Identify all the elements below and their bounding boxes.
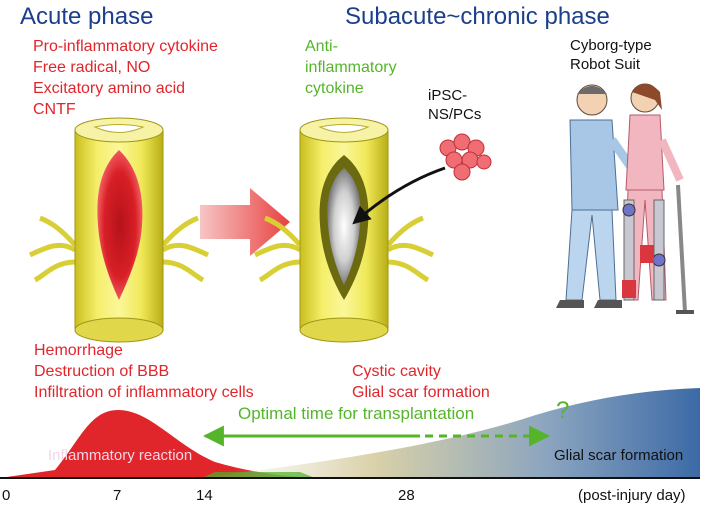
acute-spinal-cord bbox=[28, 117, 210, 343]
inflammatory-curve bbox=[0, 410, 330, 478]
timeline-chart bbox=[0, 388, 700, 479]
robot-suit-label: Cyborg-type Robot Suit bbox=[570, 36, 652, 74]
inflammatory-reaction-label: Inflammatory reaction bbox=[48, 447, 193, 464]
anti-inflammatory-line: inflammatory bbox=[305, 59, 397, 76]
chronic-event: Glial scar formation bbox=[352, 384, 490, 401]
chronic-events-list: Cystic cavity Glial scar formation bbox=[352, 361, 490, 403]
robot-label-line: Cyborg-type bbox=[570, 37, 652, 54]
acute-event: Hemorrhage bbox=[34, 342, 123, 359]
ipsc-label-line: NS/PCs bbox=[428, 106, 482, 123]
robot-suit-illustration bbox=[556, 83, 694, 314]
acute-phase-title: Acute phase bbox=[20, 3, 154, 30]
acute-events-list: Hemorrhage Destruction of BBB Infiltrati… bbox=[34, 340, 254, 403]
optimal-window-band bbox=[202, 472, 315, 478]
acute-event: Infiltration of inflammatory cells bbox=[34, 384, 254, 401]
acute-event: Destruction of BBB bbox=[34, 363, 170, 380]
anti-inflammatory-line: cytokine bbox=[305, 80, 364, 97]
transition-arrow bbox=[200, 188, 290, 256]
axis-unit-label: (post-injury day) bbox=[578, 487, 686, 504]
acute-factors-list: Pro-inflammatory cytokine Free radical, … bbox=[33, 36, 218, 120]
question-mark: ? bbox=[556, 397, 570, 424]
glial-scar-curve bbox=[200, 388, 700, 478]
anti-inflammatory-line: Anti- bbox=[305, 38, 338, 55]
acute-factor: Excitatory amino acid bbox=[33, 80, 186, 97]
transplant-arrow bbox=[352, 166, 446, 225]
glial-scar-label: Glial scar formation bbox=[554, 447, 684, 464]
acute-factor: Pro-inflammatory cytokine bbox=[33, 38, 218, 55]
anti-inflammatory-label: Anti- inflammatory cytokine bbox=[305, 36, 397, 99]
tick-label: 0 bbox=[2, 487, 11, 504]
tick-label: 7 bbox=[113, 487, 122, 504]
subacute-phase-title: Subacute~chronic phase bbox=[345, 3, 610, 30]
chronic-spinal-cord bbox=[253, 117, 435, 343]
ipsc-label: iPSC- NS/PCs bbox=[428, 86, 481, 124]
robot-label-line: Robot Suit bbox=[570, 56, 641, 73]
tick-label: 28 bbox=[398, 487, 415, 504]
tick-label: 14 bbox=[196, 487, 213, 504]
ipsc-label-line: iPSC- bbox=[428, 87, 468, 104]
chronic-event: Cystic cavity bbox=[352, 363, 441, 380]
optimal-time-label: Optimal time for transplantation bbox=[238, 404, 475, 423]
acute-factor: CNTF bbox=[33, 101, 76, 118]
acute-factor: Free radical, NO bbox=[33, 59, 151, 76]
ipsc-cell-cluster bbox=[439, 133, 492, 181]
